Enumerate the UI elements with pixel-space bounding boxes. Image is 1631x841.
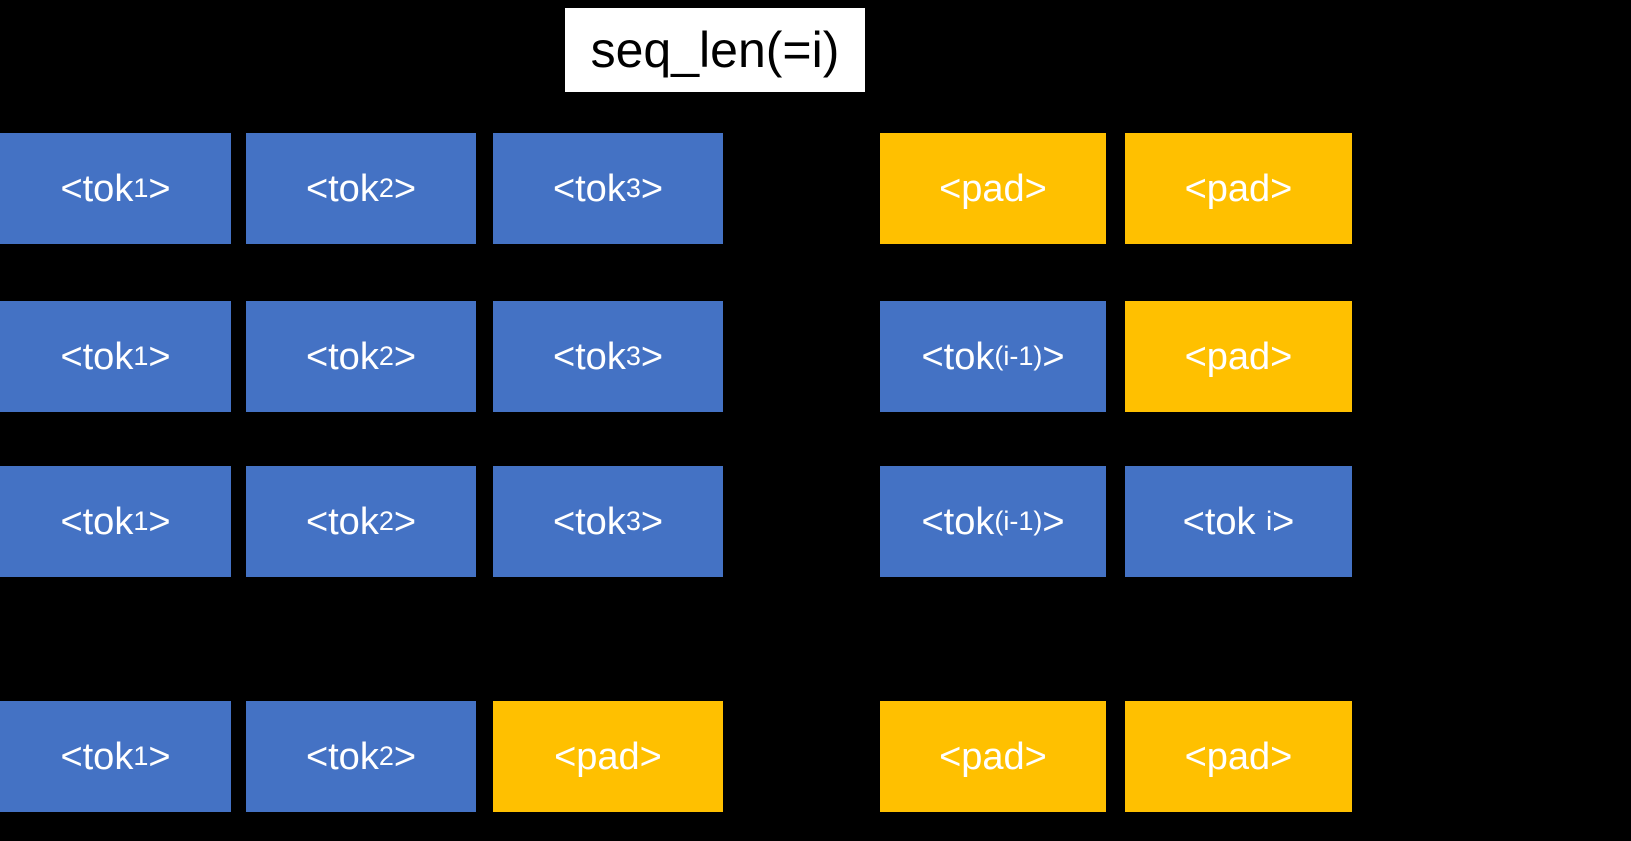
cell-text: > xyxy=(393,735,417,778)
cell-text: <tok xyxy=(1182,500,1267,543)
cell-text: <tok xyxy=(552,500,626,543)
cell-text: <pad> xyxy=(939,735,1047,778)
pad-cell: <pad> xyxy=(880,133,1106,244)
seq-len-label: seq_len(=i) xyxy=(590,22,840,78)
cell-text: 1 xyxy=(133,173,149,203)
cell-text: <tok xyxy=(305,335,379,378)
cell-text: <pad> xyxy=(1184,335,1293,378)
pad-cell: <pad> xyxy=(1125,133,1352,244)
cell-text: <pad> xyxy=(1184,167,1293,210)
cell-text: 1 xyxy=(133,341,149,371)
cell-text: <tok xyxy=(305,167,379,210)
cell-text: <tok xyxy=(305,500,379,543)
cell-text: <pad> xyxy=(554,735,662,778)
cell-text: <tok xyxy=(552,335,626,378)
cell-text: > xyxy=(1042,335,1065,378)
cell-text: <tok xyxy=(921,500,995,543)
cell-text: > xyxy=(148,167,171,210)
cell-text: > xyxy=(393,500,417,543)
cell-text: (i-1) xyxy=(994,506,1043,536)
pad-cell: <pad> xyxy=(493,701,723,812)
cell-text: 2 xyxy=(378,173,394,203)
token-cell: <tok i> xyxy=(1125,466,1352,577)
cell-text: > xyxy=(148,335,171,378)
cell-text: > xyxy=(393,167,417,210)
cell-text: (i-1) xyxy=(994,341,1043,371)
cell-text: > xyxy=(640,500,664,543)
cell-text: > xyxy=(640,167,664,210)
cell-text: > xyxy=(148,735,171,778)
cell-text: > xyxy=(640,335,664,378)
cell-text: <tok xyxy=(921,335,995,378)
cell-text: <tok xyxy=(552,167,626,210)
cell-text: > xyxy=(1042,500,1065,543)
cell-text: 1 xyxy=(133,506,149,536)
cell-text: 3 xyxy=(625,506,641,536)
token-cell: <tok(i-1)> xyxy=(880,301,1106,412)
cell-text: > xyxy=(393,335,417,378)
cell-text: 2 xyxy=(378,741,394,771)
cell-text: 3 xyxy=(625,173,641,203)
cell-text: <tok xyxy=(60,500,134,543)
cell-text: i xyxy=(1266,506,1273,536)
cell-text: 1 xyxy=(133,741,149,771)
cell-text: 3 xyxy=(625,341,641,371)
seq-len-label-box: seq_len(=i) xyxy=(565,8,865,92)
cell-text: <tok xyxy=(60,167,134,210)
cell-text: <pad> xyxy=(1184,735,1293,778)
cell-text: > xyxy=(1272,500,1295,543)
cell-text: <tok xyxy=(305,735,379,778)
cell-text: <tok xyxy=(60,335,134,378)
cell-text: 2 xyxy=(378,506,394,536)
pad-cell: <pad> xyxy=(1125,301,1352,412)
pad-cell: <pad> xyxy=(1125,701,1352,812)
cell-text: 2 xyxy=(378,341,394,371)
pad-cell: <pad> xyxy=(880,701,1106,812)
token-cell: <tok(i-1)> xyxy=(880,466,1106,577)
cell-text: <tok xyxy=(60,735,134,778)
cell-text: <pad> xyxy=(939,167,1047,210)
cell-text: > xyxy=(148,500,171,543)
